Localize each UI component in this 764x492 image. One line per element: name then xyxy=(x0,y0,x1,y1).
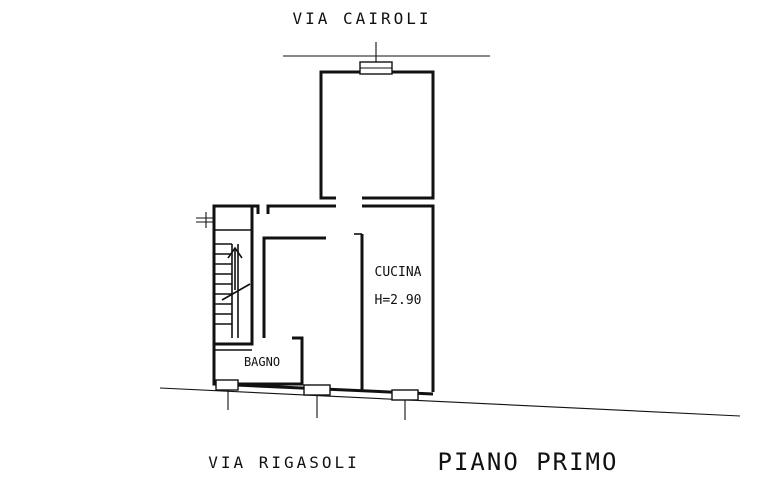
street-line-rigasoli xyxy=(159,387,741,417)
window-hall xyxy=(303,384,331,418)
window-top xyxy=(359,42,393,75)
window-kitchen xyxy=(391,389,419,420)
street-label-bottom: VIA RIGASOLI xyxy=(208,453,360,472)
window-bath xyxy=(215,379,239,410)
kitchen-height-label: H=2.90 xyxy=(375,293,422,308)
street-label-top: VIA CAIROLI xyxy=(293,9,432,28)
bathroom-label: BAGNO xyxy=(244,355,280,369)
bathroom-room xyxy=(212,336,304,386)
floor-title: PIANO PRIMO xyxy=(438,448,619,476)
kitchen-room xyxy=(354,204,435,392)
front-room xyxy=(319,70,435,200)
kitchen-label: CUCINA xyxy=(375,265,422,280)
stair-block xyxy=(196,204,254,346)
